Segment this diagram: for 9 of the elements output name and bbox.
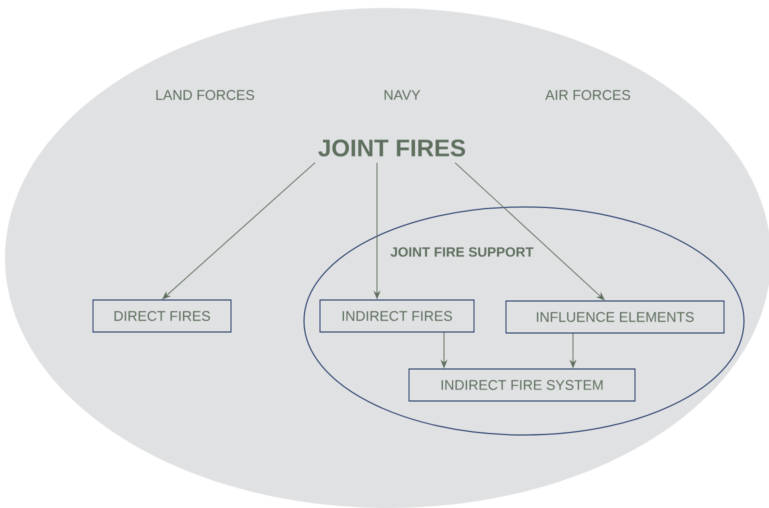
label-box: INFLUENCE ELEMENTS (506, 300, 724, 334)
heading-text: JOINT FIRES (318, 140, 466, 156)
label-box: DIRECT FIRES (92, 300, 232, 332)
label-box: INDIRECT FIRE SYSTEM (408, 368, 636, 402)
label-box: INDIRECT FIRES (320, 300, 474, 332)
region-label: NAVY (384, 90, 420, 100)
region-label: LAND FORCES (156, 90, 254, 100)
group-label: JOINT FIRE SUPPORT (390, 247, 534, 257)
region-label: AIR FORCES (545, 90, 630, 100)
